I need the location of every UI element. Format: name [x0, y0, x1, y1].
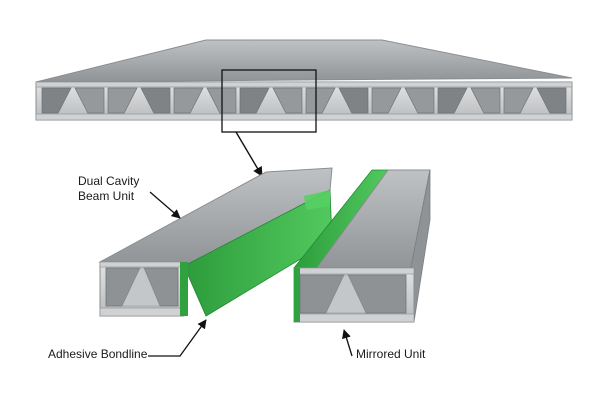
panel-cavity: [140, 87, 171, 114]
panel-cavity: [536, 87, 567, 114]
panel-cavity: [371, 87, 402, 114]
full-sandwich-panel: [35, 39, 573, 133]
mirrored-leader: [342, 329, 353, 357]
bondline-flange-top: [304, 190, 330, 210]
panel-cavity: [503, 87, 534, 114]
panel-cavity: [404, 87, 435, 114]
panel-cavity: [74, 87, 105, 114]
panel-cavity: [173, 87, 204, 114]
mirrored-unit: [293, 169, 431, 323]
label-dual-cavity-beam-unit: Dual Cavity Beam Unit: [78, 174, 139, 204]
panel-cavity: [272, 87, 303, 114]
label-mirrored-unit: Mirrored Unit: [356, 347, 426, 361]
panel-cavity: [338, 87, 369, 114]
panel-cavities: [41, 87, 567, 114]
beam-web: [121, 267, 161, 307]
panel-top-face: [35, 39, 573, 83]
panel-cavity: [41, 87, 72, 114]
mirrored-top-skin: [293, 267, 415, 275]
panel-bottom-skin: [35, 113, 573, 121]
panel-cavity: [305, 87, 336, 114]
panel-cavity: [437, 87, 468, 114]
panel-cavity: [107, 87, 138, 114]
zoom-box: [221, 69, 317, 133]
label-dual-cavity-line1: Dual Cavity: [78, 174, 140, 188]
beam-front-bottom-skin: [99, 307, 185, 317]
dual-cavity-beam-unit: [98, 167, 333, 317]
mirrored-green-flange: [294, 268, 300, 322]
beam-front-top-skin: [99, 261, 185, 268]
beam-green-flange: [180, 262, 188, 316]
adhesive-leader: [148, 319, 207, 357]
zoom-leader-arrow: [235, 131, 263, 177]
mirrored-bottom-skin: [293, 313, 415, 323]
panel-top-skin: [35, 81, 573, 88]
dual-cavity-leader: [149, 191, 181, 219]
panel-cavity: [470, 87, 501, 114]
label-adhesive-bondline: Adhesive Bondline: [48, 347, 148, 361]
mirrored-web: [325, 274, 367, 314]
panel-cavity: [239, 87, 270, 114]
label-dual-cavity-line2: Beam Unit: [78, 189, 135, 203]
